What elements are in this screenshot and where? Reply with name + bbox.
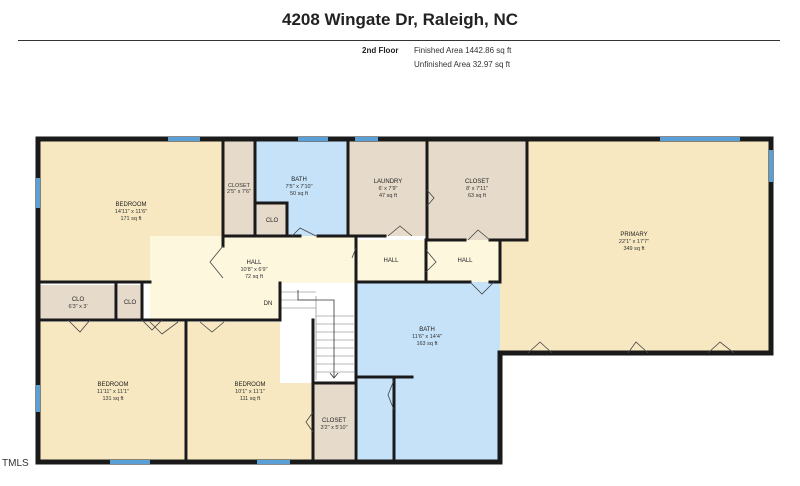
- closet-nw-fill[interactable]: [223, 139, 255, 236]
- door-clo-w: [67, 319, 91, 333]
- hall-main-area: 72 sq ft: [245, 274, 264, 280]
- bedroom-sw-fill[interactable]: [38, 322, 186, 462]
- primary-area: 349 sq ft: [623, 246, 645, 252]
- bedroom-s-name: BEDROOM: [234, 382, 265, 388]
- clo-small-fill[interactable]: [118, 285, 142, 320]
- laundry-fill[interactable]: [348, 139, 427, 236]
- bedroom-s-area: 111 sq ft: [240, 396, 261, 402]
- stair-arrow-icon: [297, 290, 339, 379]
- header-divider: [18, 40, 780, 41]
- primary-dims: 22'1" x 17'7": [619, 239, 649, 245]
- primary-name: PRIMARY: [620, 232, 647, 238]
- laundry-name: LAUNDRY: [374, 179, 403, 185]
- hall-mid-fill[interactable]: [356, 240, 426, 282]
- bath-s-area: 163 sq ft: [416, 341, 438, 347]
- door-primary-2: [627, 341, 649, 354]
- door-bath-s: [469, 281, 495, 295]
- closet-nw-dims: 2'5" x 7'6": [227, 189, 251, 195]
- hall-main-dims: 10'8" x 6'9": [240, 267, 267, 273]
- closet-n-fill[interactable]: [427, 139, 527, 240]
- bedroom-nw-name: BEDROOM: [115, 202, 146, 208]
- door-bedroom-sw: [149, 321, 179, 335]
- bath-n-name: BATH: [291, 177, 307, 183]
- door-closet-n2: [467, 229, 491, 241]
- bath-s-fill[interactable]: [356, 282, 500, 462]
- bedroom-sw-dims: 11'11" x 11'1": [97, 389, 129, 395]
- door-primary-3: [707, 341, 735, 354]
- clo-w-fill[interactable]: [38, 285, 116, 320]
- clo-w-dims: 6'3" x 3': [68, 304, 87, 310]
- door-bedroom-nw: [209, 245, 224, 279]
- door-hall-right: [425, 249, 437, 273]
- closet-n-name: CLOSET: [465, 179, 489, 185]
- door-laundry: [387, 225, 413, 237]
- page-title: 4208 Wingate Dr, Raleigh, NC: [281, 10, 519, 29]
- walls: [35, 136, 774, 465]
- closet-s-dims: 3'2" x 5'10": [320, 425, 347, 431]
- hall-right-name: HALL: [457, 258, 473, 264]
- laundry-area: 47 sq ft: [379, 193, 398, 199]
- bath-s-dims: 11'6" x 14'4": [412, 334, 442, 340]
- door-closet-s: [305, 411, 314, 433]
- doors: [67, 189, 735, 433]
- laundry-dims: 6' x 7'9": [378, 186, 397, 192]
- bath-n-dims: 7'5" x 7'10": [285, 184, 312, 190]
- door-clo-small: [141, 319, 163, 331]
- stairs-label: DN: [264, 301, 273, 307]
- bedroom-nw-area: 171 sq ft: [120, 216, 142, 222]
- bedroom-sw-area: 131 sq ft: [102, 396, 124, 402]
- hall-right-fill[interactable]: [426, 240, 500, 282]
- primary-notch-fill[interactable]: [500, 240, 527, 353]
- hall-mid-name: HALL: [383, 258, 399, 264]
- bedroom-nw-dims: 14'11" x 11'6": [115, 209, 147, 215]
- unfinished-area: Unfinished Area 32.97 sq ft: [414, 60, 511, 69]
- closet-n-dims: 8' x 7'11": [466, 186, 488, 192]
- clo-w-name: CLO: [72, 297, 85, 303]
- bedroom-s-dims: 10'1" x 11'1": [235, 389, 265, 395]
- door-closet-n: [426, 189, 435, 207]
- closet-nw-name: CLOSET: [228, 183, 251, 189]
- door-bedroom-s: [199, 321, 225, 333]
- door-hall-mid: [351, 247, 357, 259]
- windows: [36, 137, 773, 464]
- bedroom-sw-name: BEDROOM: [97, 382, 128, 388]
- watermark-text: TMLS: [2, 458, 29, 469]
- bath-s-name: BATH: [419, 327, 435, 333]
- hall-main-name: HALL: [246, 260, 262, 266]
- room-fills: [38, 139, 771, 462]
- closet-n-area: 63 sq ft: [468, 193, 487, 199]
- clo-bath-name: CLO: [266, 218, 279, 224]
- stairs-fill[interactable]: [280, 283, 356, 383]
- finished-area: Finished Area 1442.86 sq ft: [414, 46, 512, 55]
- clo-small-name: CLO: [124, 300, 137, 306]
- door-bath-n: [291, 227, 317, 237]
- closet-s-name: CLOSET: [322, 418, 346, 424]
- closet-s-fill[interactable]: [313, 384, 354, 462]
- room-labels: BEDROOM 14'11" x 11'6" 171 sq ft CLOSET …: [68, 177, 649, 431]
- primary-fill[interactable]: [527, 139, 771, 353]
- door-bath-s-inner: [387, 379, 395, 411]
- floor-label: 2nd Floor: [362, 46, 399, 55]
- bath-n-area: 50 sq ft: [290, 191, 309, 197]
- clo-bath-fill[interactable]: [257, 203, 287, 236]
- door-primary-1: [527, 341, 553, 354]
